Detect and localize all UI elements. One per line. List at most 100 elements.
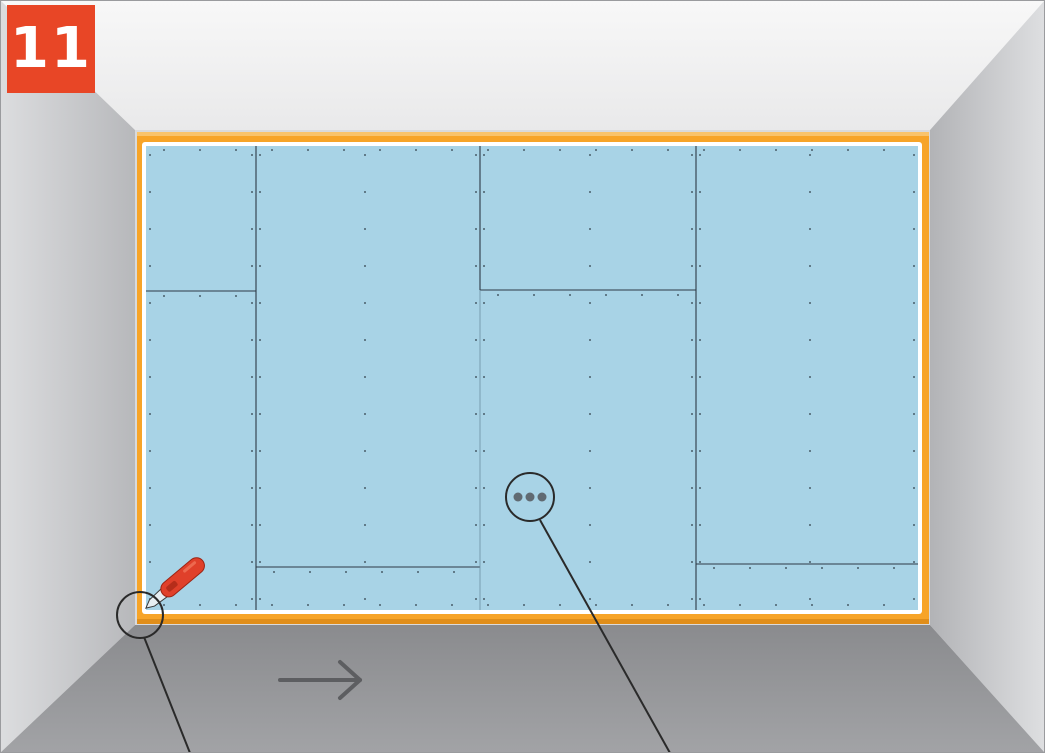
right-arrow-icon bbox=[278, 660, 362, 700]
staple-dot bbox=[475, 339, 477, 341]
staple-dot bbox=[809, 154, 811, 156]
staple-dot bbox=[913, 228, 915, 230]
staple-dot bbox=[691, 339, 693, 341]
staple-dot bbox=[483, 561, 485, 563]
staple-dot bbox=[364, 191, 366, 193]
staple-dot bbox=[271, 149, 273, 151]
staple-dot bbox=[703, 149, 705, 151]
staple-dot bbox=[893, 567, 895, 569]
staple-dot bbox=[699, 487, 701, 489]
staple-dot bbox=[364, 339, 366, 341]
staple-dot bbox=[475, 228, 477, 230]
staple-dot bbox=[475, 191, 477, 193]
staple-dot bbox=[821, 567, 823, 569]
staple-dot bbox=[883, 604, 885, 606]
staple-dot bbox=[691, 376, 693, 378]
staple-dot bbox=[475, 524, 477, 526]
staple-dot bbox=[149, 228, 151, 230]
staple-dot bbox=[699, 302, 701, 304]
staple-dot bbox=[251, 598, 253, 600]
staple-dot bbox=[699, 228, 701, 230]
staple-dot bbox=[307, 604, 309, 606]
staple-dot bbox=[913, 487, 915, 489]
staple-dot bbox=[417, 571, 419, 573]
staple-dot bbox=[523, 604, 525, 606]
staple-dot bbox=[483, 487, 485, 489]
staple-dot bbox=[251, 265, 253, 267]
staple-dot bbox=[483, 598, 485, 600]
staple-dot bbox=[149, 524, 151, 526]
staple-dot bbox=[589, 191, 591, 193]
staple-dot bbox=[809, 561, 811, 563]
staple-dot bbox=[273, 571, 275, 573]
staple-dot bbox=[739, 149, 741, 151]
staple-dot bbox=[149, 450, 151, 452]
panel-seams bbox=[146, 146, 918, 610]
staple-dot bbox=[149, 339, 151, 341]
staple-dot bbox=[847, 604, 849, 606]
staple-dot bbox=[699, 265, 701, 267]
staple-dot bbox=[149, 302, 151, 304]
staple-dot bbox=[199, 295, 201, 297]
staple-dot bbox=[364, 154, 366, 156]
staple-dot bbox=[691, 524, 693, 526]
staple-dot bbox=[699, 561, 701, 563]
staple-dot bbox=[699, 598, 701, 600]
staple-dot bbox=[809, 191, 811, 193]
staple-dot bbox=[475, 302, 477, 304]
staple-dot bbox=[497, 294, 499, 296]
insulation-panels bbox=[146, 146, 918, 610]
staple-dot bbox=[259, 191, 261, 193]
staple-dot bbox=[809, 228, 811, 230]
staple-dot bbox=[487, 149, 489, 151]
staple-dot bbox=[475, 487, 477, 489]
staple-dot bbox=[149, 265, 151, 267]
staple-dot bbox=[343, 149, 345, 151]
staple-dot bbox=[251, 413, 253, 415]
staple-dot bbox=[699, 450, 701, 452]
staple-dot bbox=[559, 149, 561, 151]
staple-dots bbox=[149, 149, 915, 606]
staple-dot bbox=[259, 487, 261, 489]
ceiling bbox=[0, 0, 1045, 130]
staple-dot bbox=[453, 571, 455, 573]
staple-dot bbox=[364, 487, 366, 489]
staple-dot bbox=[483, 413, 485, 415]
staple-dot bbox=[163, 295, 165, 297]
staple-dot bbox=[691, 413, 693, 415]
staple-dot bbox=[235, 149, 237, 151]
staple-dot bbox=[364, 561, 366, 563]
staple-dot bbox=[691, 228, 693, 230]
staple-dot bbox=[343, 604, 345, 606]
staple-dot bbox=[199, 149, 201, 151]
staple-dot bbox=[149, 154, 151, 156]
staple-dot bbox=[251, 339, 253, 341]
staple-dot bbox=[589, 413, 591, 415]
staple-dot bbox=[259, 302, 261, 304]
staple-dot bbox=[857, 567, 859, 569]
staple-dot bbox=[379, 149, 381, 151]
staple-dot bbox=[809, 598, 811, 600]
staple-dot bbox=[699, 191, 701, 193]
staple-dot bbox=[364, 524, 366, 526]
staple-dot bbox=[913, 154, 915, 156]
staple-dot bbox=[699, 339, 701, 341]
staple-dot bbox=[589, 598, 591, 600]
step-number-badge: 11 bbox=[7, 5, 95, 93]
staple-dot bbox=[235, 604, 237, 606]
staple-dot bbox=[699, 524, 701, 526]
staple-dot bbox=[475, 154, 477, 156]
staple-dot bbox=[691, 154, 693, 156]
staple-dot bbox=[523, 149, 525, 151]
staple-dot bbox=[364, 265, 366, 267]
staple-dot bbox=[809, 376, 811, 378]
staple-dot bbox=[667, 604, 669, 606]
staple-dot bbox=[589, 154, 591, 156]
staple-dot bbox=[913, 265, 915, 267]
staple-dot bbox=[749, 567, 751, 569]
staple-dot bbox=[364, 598, 366, 600]
staple-dot bbox=[251, 302, 253, 304]
staple-dot bbox=[589, 228, 591, 230]
staple-dot bbox=[415, 604, 417, 606]
